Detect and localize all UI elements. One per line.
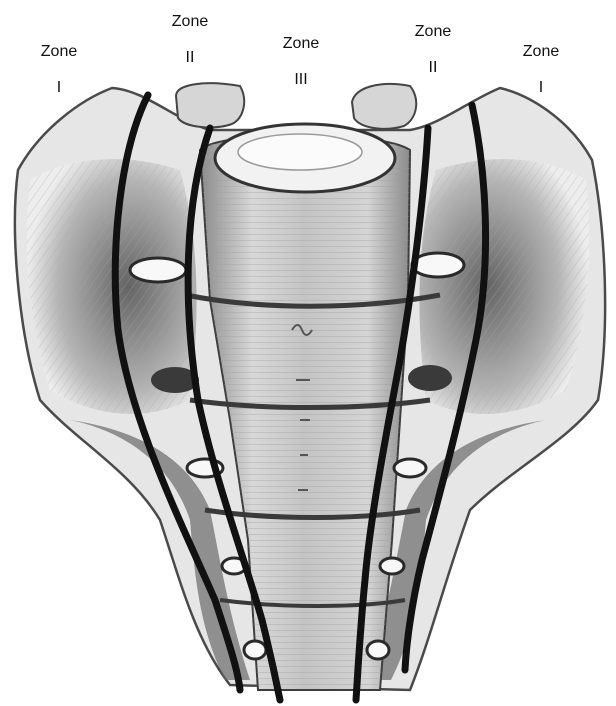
zone-word: Zone: [501, 44, 581, 60]
zone-label-i-right: Zone I: [501, 44, 581, 96]
left-foramen-5: [244, 641, 266, 659]
left-foramen-1: [130, 258, 186, 282]
zone-numeral: I: [19, 80, 99, 96]
right-foramen-4: [380, 558, 404, 574]
zone-label-ii-left: Zone II: [150, 14, 230, 66]
zone-word: Zone: [393, 24, 473, 40]
right-articular-process: [352, 84, 416, 129]
right-foramen-2: [408, 365, 452, 391]
right-foramen-1: [412, 253, 464, 277]
s1-endplate-inner: [238, 134, 362, 170]
zone-numeral: I: [501, 80, 581, 96]
zone-word: Zone: [150, 14, 230, 30]
zone-label-i-left: Zone I: [19, 44, 99, 96]
left-articular-process: [176, 83, 244, 127]
right-foramen-3: [394, 459, 426, 477]
zone-word: Zone: [261, 36, 341, 52]
zone-label-iii: Zone III: [261, 36, 341, 88]
zone-word: Zone: [19, 44, 99, 60]
zone-label-ii-right: Zone II: [393, 24, 473, 76]
zone-numeral: II: [393, 60, 473, 76]
zone-numeral: III: [261, 72, 341, 88]
right-foramen-5: [367, 641, 389, 659]
zone-numeral: II: [150, 50, 230, 66]
